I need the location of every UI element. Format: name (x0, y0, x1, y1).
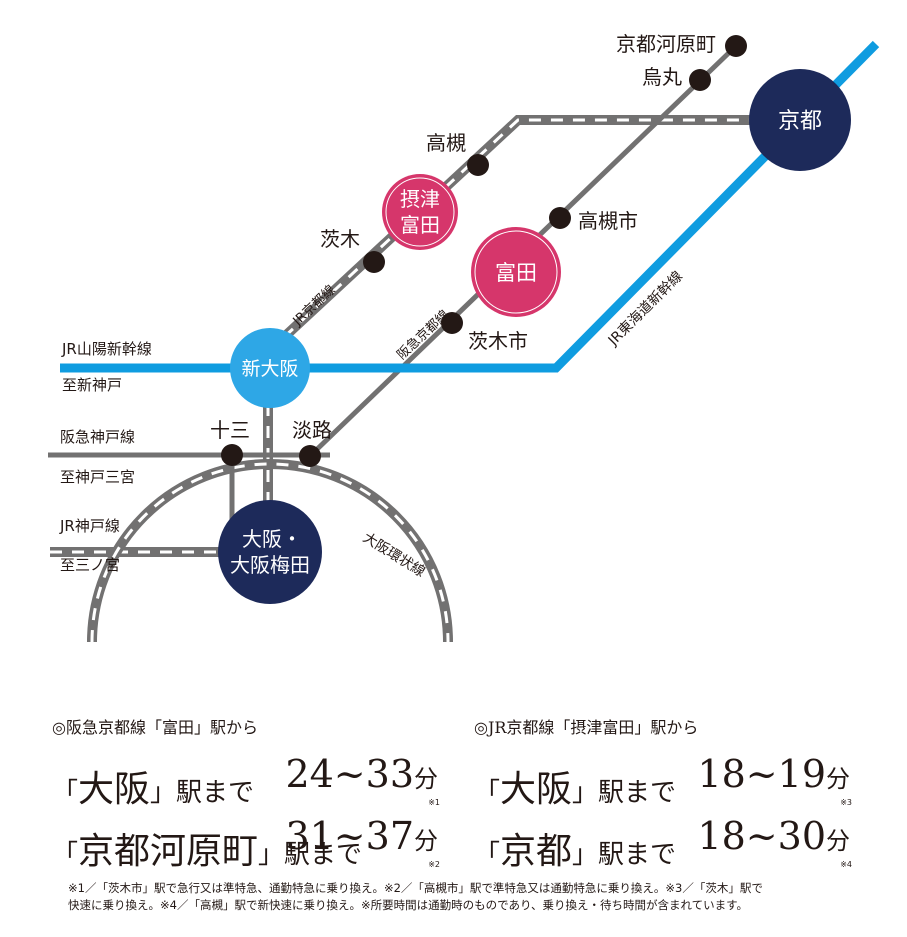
route-note: ※1 (428, 798, 440, 807)
station-shin-osaka: 新大阪 (230, 328, 310, 408)
label-takatsukishi: 高槻市 (578, 209, 638, 233)
label-sanyo-to: 至新神戸 (62, 376, 122, 394)
station-kyoto-label: 京都 (778, 109, 822, 134)
label-jr-kyoto-line: JR京都線 (289, 282, 339, 330)
station-osaka-label-2: 大阪梅田 (230, 553, 310, 577)
route-dest: 「大阪」駅まで (474, 769, 677, 810)
route-row: 「京都河原町」駅まで 31~37分 ※2 (52, 812, 452, 874)
station-dot-takatsukishi (549, 207, 571, 229)
access-from-settsu-tonda: ◎JR京都線「摂津富田」駅から 「大阪」駅まで 18~19分 ※3 「京都」駅ま… (474, 700, 864, 874)
station-kyoto: 京都 (749, 69, 851, 171)
route-row: 「大阪」駅まで 24~33分 ※1 (52, 750, 452, 812)
route-row: 「大阪」駅まで 18~19分 ※3 (474, 750, 864, 812)
route-dest: 「京都」駅まで (474, 831, 677, 872)
label-kawaramachi: 京都河原町 (616, 32, 716, 56)
station-settsu-tonda-label-1: 摂津 (400, 187, 440, 211)
station-dot-juso (221, 444, 243, 466)
station-osaka: 大阪・ 大阪梅田 (218, 500, 322, 604)
station-settsu-tonda: 摂津 富田 (382, 174, 458, 250)
station-settsu-tonda-label-2: 富田 (400, 213, 440, 237)
label-hankyu-kobe-to: 至神戸三宮 (60, 468, 135, 486)
route-time: 31~37分 (285, 814, 438, 858)
footnote-line: ※1／「茨木市」駅で急行又は準特急、通勤特急に乗り換え。※2／「高槻市」駅で準特… (68, 881, 763, 895)
route-dest: 「大阪」駅まで (52, 769, 255, 810)
station-tonda: 富田 (471, 227, 561, 317)
route-note: ※4 (840, 860, 852, 869)
route-time: 18~19分 (697, 752, 850, 796)
from-heading: ◎JR京都線「摂津富田」駅から (474, 718, 699, 737)
route-map: 京都 摂津 富田 富田 新大阪 大阪・ 大阪梅田 京都河原町 烏丸 高槻 高槻市… (48, 32, 880, 643)
osaka-loop-line (87, 459, 453, 643)
footnotes: ※1／「茨木市」駅で急行又は準特急、通勤特急に乗り換え。※2／「高槻市」駅で準特… (68, 880, 868, 914)
access-from-tonda: ◎阪急京都線「富田」駅から 「大阪」駅まで 24~33分 ※1 「京都河原町」駅… (52, 700, 452, 874)
route-note: ※2 (428, 860, 440, 869)
access-info: ◎阪急京都線「富田」駅から 「大阪」駅まで 24~33分 ※1 「京都河原町」駅… (0, 700, 907, 937)
label-hankyu-kobe: 阪急神戸線 (60, 428, 135, 446)
station-dot-takatsuki (467, 154, 489, 176)
station-dot-ibaraki (363, 251, 385, 273)
route-dest: 「京都河原町」駅まで (52, 831, 363, 872)
shinkansen-line (60, 40, 880, 373)
route-row: 「京都」駅まで 18~30分 ※4 (474, 812, 864, 874)
label-jr-kobe-to: 至三ノ宮 (60, 556, 120, 574)
station-dot-awaji (299, 445, 321, 467)
label-ibarakishi: 茨木市 (468, 329, 528, 353)
label-sanyo-shinkansen: JR山陽新幹線 (61, 340, 152, 358)
label-hankyu-kyoto-line: 阪急京都線 (394, 307, 452, 363)
from-heading: ◎阪急京都線「富田」駅から (52, 718, 258, 737)
label-karasuma: 烏丸 (642, 65, 682, 89)
label-juso: 十三 (210, 418, 250, 442)
label-takatsuki: 高槻 (426, 131, 466, 155)
footnote-line: 快速に乗り換え。※4／「高槻」駅で新快速に乗り換え。※所要時間は通勤時のものであ… (68, 898, 749, 912)
label-ibaraki: 茨木 (320, 227, 360, 251)
station-dot-kawaramachi (725, 35, 747, 57)
jr-kyoto-line (264, 115, 800, 356)
route-note: ※3 (840, 798, 852, 807)
station-tonda-label: 富田 (495, 261, 537, 285)
label-awaji: 淡路 (292, 418, 332, 442)
station-osaka-label-1: 大阪・ (242, 527, 302, 551)
label-jr-kobe: JR神戸線 (59, 517, 120, 535)
route-time: 24~33分 (285, 752, 438, 796)
route-time: 18~30分 (697, 814, 850, 858)
station-dot-karasuma (689, 69, 711, 91)
station-shin-osaka-label: 新大阪 (241, 358, 298, 380)
station-dot-ibarakishi (441, 312, 463, 334)
